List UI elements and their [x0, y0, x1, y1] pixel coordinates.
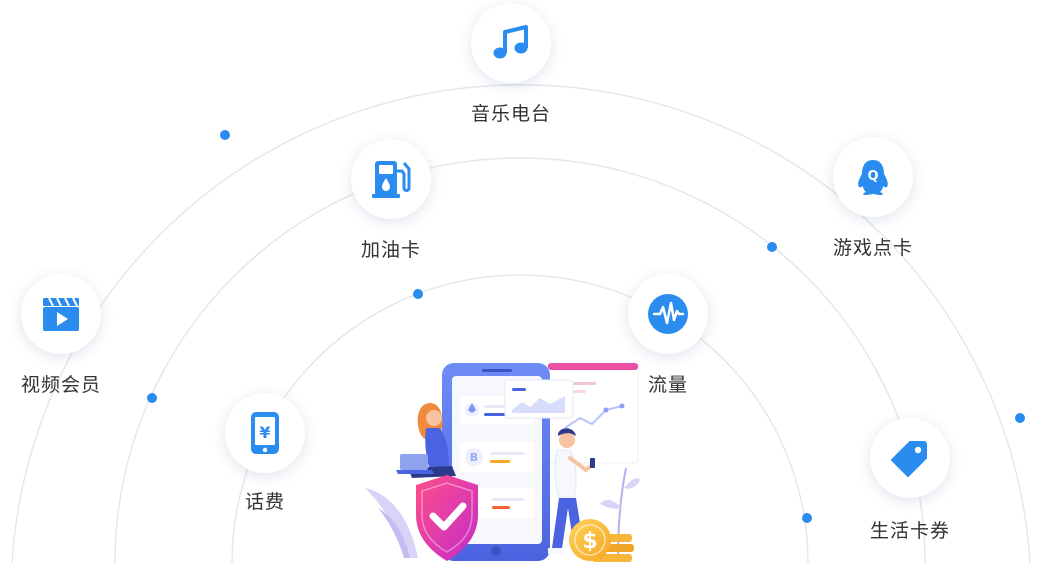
service-label: 音乐电台	[470, 103, 551, 125]
girl-figure	[396, 403, 456, 478]
orbit-dot	[1015, 413, 1025, 423]
service-label: 视频会员	[20, 374, 101, 396]
music-button[interactable]	[471, 3, 551, 83]
security-shield	[416, 475, 478, 561]
phone-yuan-icon: ¥	[249, 411, 281, 455]
game-card-button[interactable]: Q	[833, 137, 913, 217]
data-traffic-button[interactable]	[628, 274, 708, 354]
phone-bill-button[interactable]: ¥	[225, 393, 305, 473]
price-tag-icon	[890, 438, 930, 478]
service-label: 加油卡	[360, 239, 421, 261]
service-label: 流量	[647, 374, 688, 396]
service-label: 游戏点卡	[832, 237, 913, 259]
service-label: 话费	[244, 491, 285, 513]
fuel-card-button[interactable]	[351, 139, 431, 219]
service-label: 生活卡券	[869, 520, 950, 542]
svg-text:¥: ¥	[259, 423, 270, 442]
qq-penguin-icon: Q	[854, 157, 892, 197]
middle-orbit	[114, 157, 926, 563]
signal-wave-icon	[647, 293, 689, 335]
orbit-dot	[802, 513, 812, 523]
fuel-pump-icon	[371, 158, 411, 200]
dollar-symbol: $	[582, 529, 597, 554]
life-coupon-button[interactable]	[870, 418, 950, 498]
orbit-dot	[147, 393, 157, 403]
orbit-dot	[220, 130, 230, 140]
video-vip-button[interactable]	[21, 274, 101, 354]
orbit-dot	[413, 289, 423, 299]
crypto-symbol: B	[470, 451, 478, 464]
music-note-icon	[491, 23, 531, 63]
leaf-decoration	[365, 488, 418, 558]
leaf-decoration	[378, 508, 410, 558]
orbit-dot	[767, 242, 777, 252]
security-illustration: B	[365, 362, 640, 562]
video-play-icon	[41, 294, 81, 334]
svg-text:Q: Q	[867, 169, 878, 184]
